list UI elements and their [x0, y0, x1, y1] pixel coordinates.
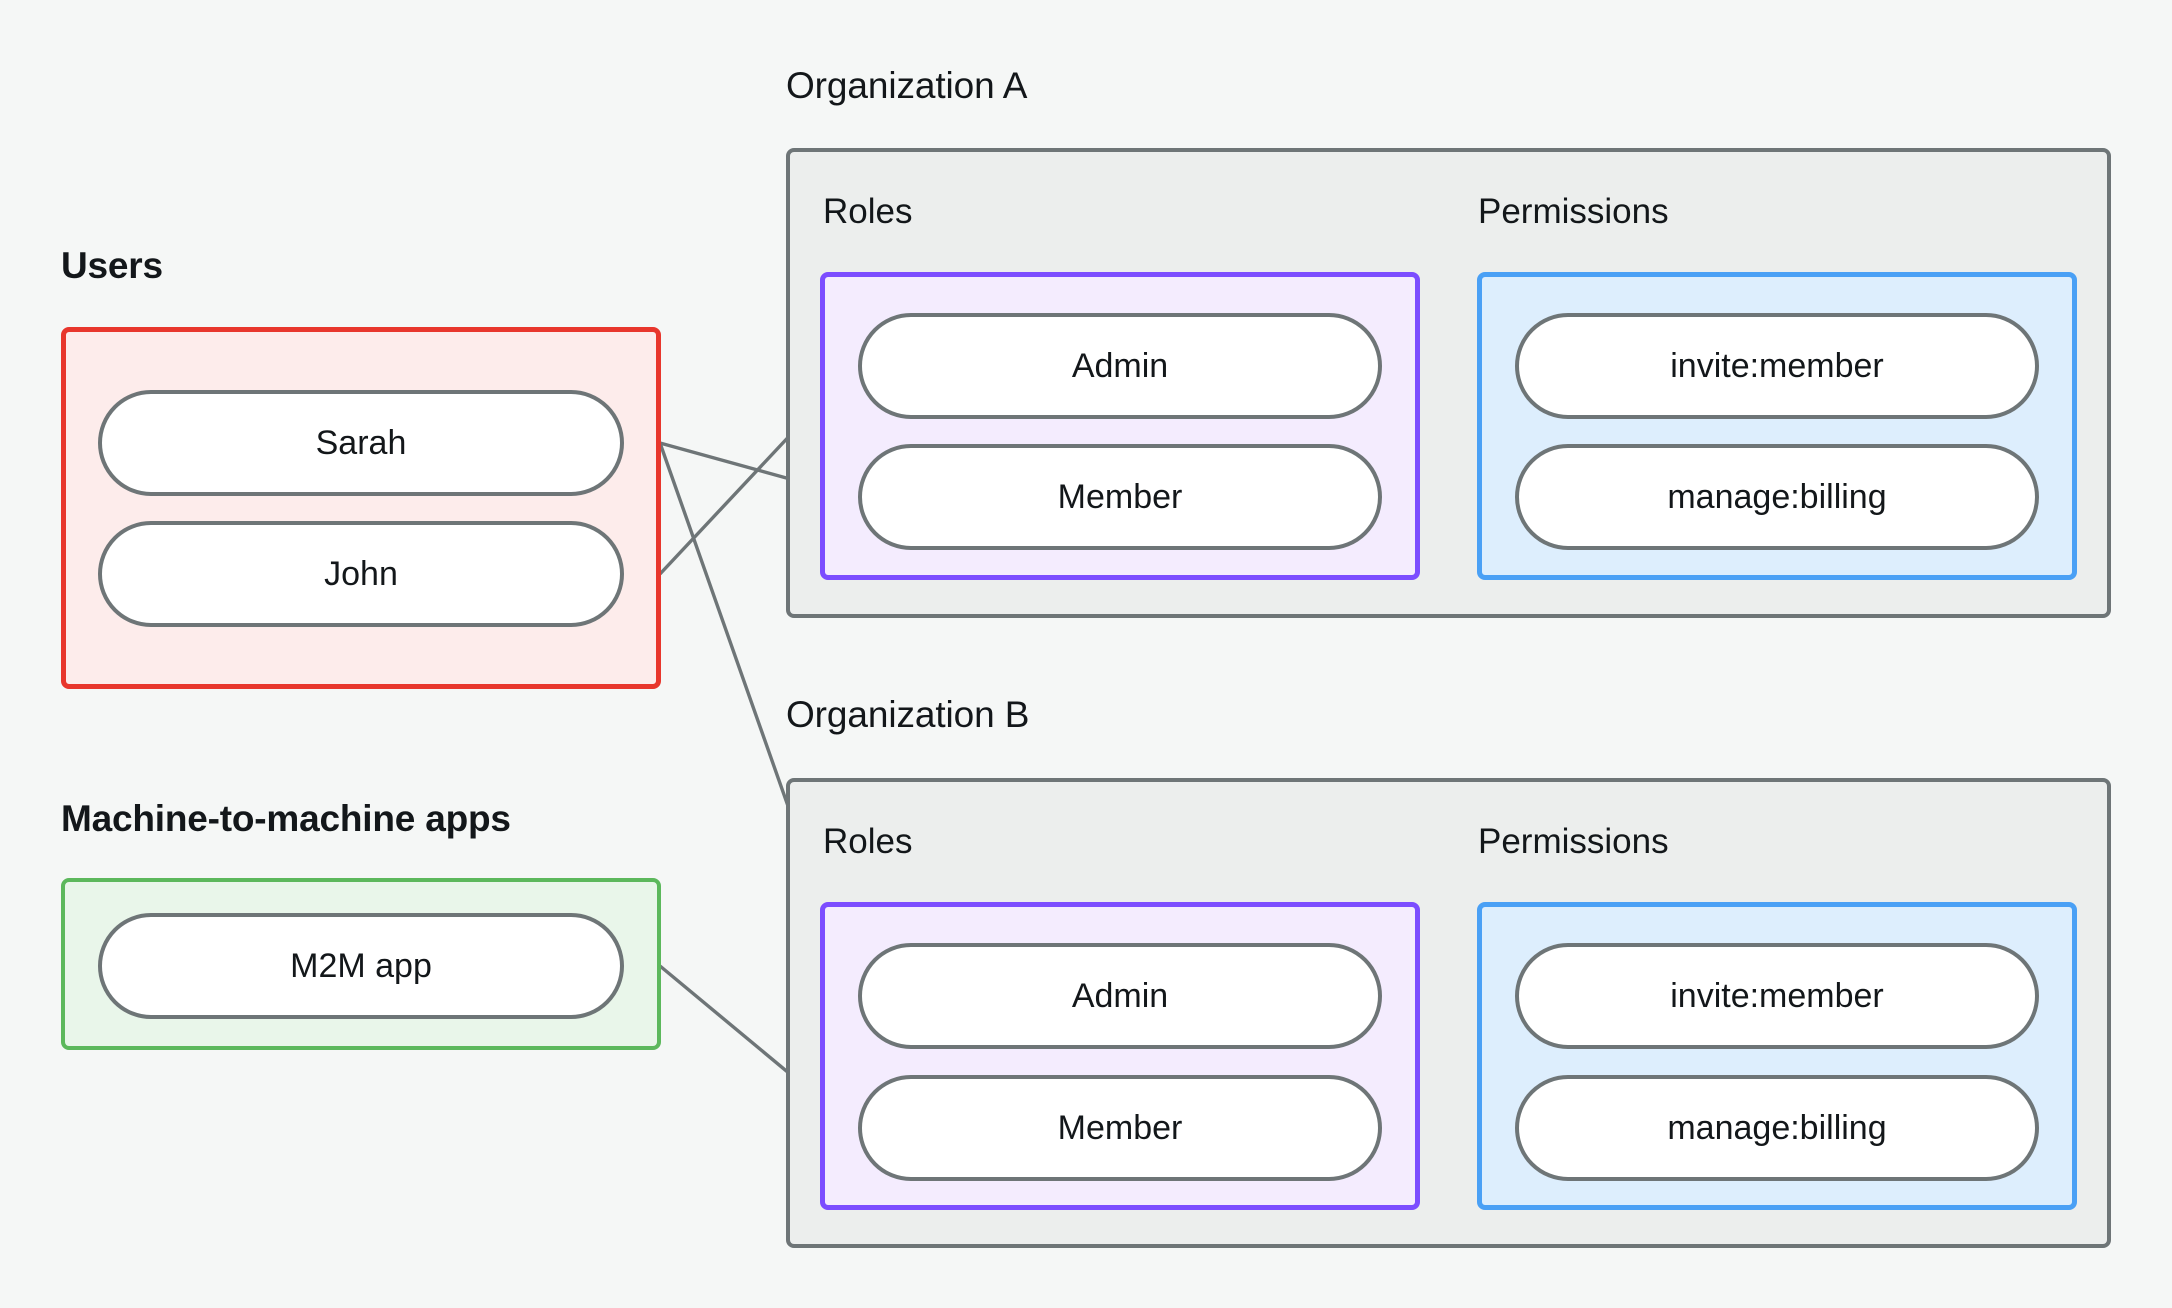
organization-a-permission-manage-billing[interactable]: manage:billing — [1515, 444, 2039, 550]
machine-node-m2m-app[interactable]: M2M app — [98, 913, 624, 1019]
organization-b-permissions-label: Permissions — [1478, 822, 1669, 861]
organization-a-permission-invite-member[interactable]: invite:member — [1515, 313, 2039, 419]
user-node-sarah[interactable]: Sarah — [98, 390, 624, 496]
users-caption: Users — [61, 245, 163, 286]
organization-b-role-admin[interactable]: Admin — [858, 943, 1382, 1049]
organization-a-role-admin[interactable]: Admin — [858, 313, 1382, 419]
machines-caption: Machine-to-machine apps — [61, 798, 511, 839]
users-container — [61, 327, 661, 689]
user-node-john[interactable]: John — [98, 521, 624, 627]
organization-b-role-member[interactable]: Member — [858, 1075, 1382, 1181]
organization-a-permissions-label: Permissions — [1478, 192, 1669, 231]
organization-b-caption: Organization B — [786, 694, 1030, 735]
organization-a-role-member[interactable]: Member — [858, 444, 1382, 550]
organization-a-caption: Organization A — [786, 65, 1028, 106]
organization-b-permission-invite-member[interactable]: invite:member — [1515, 943, 2039, 1049]
organization-b-roles-label: Roles — [823, 822, 913, 861]
organization-a-roles-label: Roles — [823, 192, 913, 231]
organization-b-permission-manage-billing[interactable]: manage:billing — [1515, 1075, 2039, 1181]
